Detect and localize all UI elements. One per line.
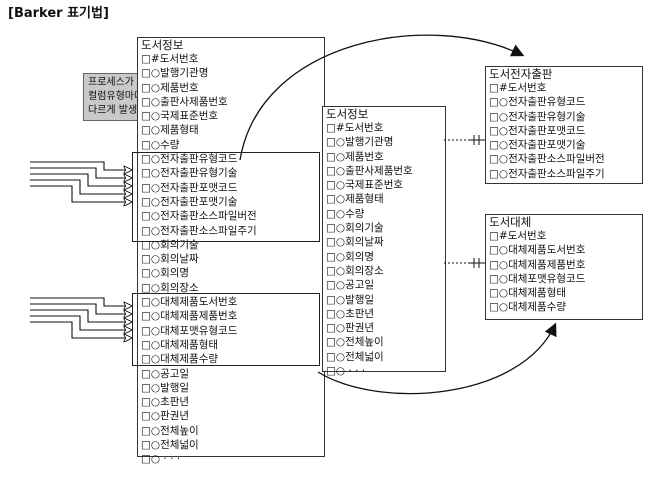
attribute-item: □○전자출판소스파일주기: [141, 224, 257, 237]
attribute-item: □○판권년: [141, 410, 190, 423]
curved-arrow-to-substitute: [317, 322, 557, 395]
attribute-item: □○공고일: [141, 367, 190, 380]
attribute-item: □○수량: [141, 138, 180, 151]
attribute-item: □○전체높이: [141, 424, 199, 437]
note-line: 컬럼유형마다: [88, 91, 144, 102]
attribute-item: □○초판년: [326, 307, 375, 320]
attribute-list: □#도서번호 □○발행기관명□○제품번호□○출판사제품번호 □○국제표준번호□○제품…: [323, 121, 445, 378]
note-line: 다르게 발생: [88, 105, 138, 116]
incoming-arrows-substitute: [30, 297, 130, 338]
attribute-item: □○발행기관명: [141, 67, 209, 80]
attribute-item: □○전체넓이: [141, 439, 199, 452]
attribute-item: □○회의장소: [141, 281, 199, 294]
incoming-arrows-ebook: [30, 161, 130, 202]
attribute-item: □○전자출판유형코드: [489, 96, 586, 109]
attribute-item: □○제품번호: [141, 81, 199, 94]
attribute-item: □○회의기술: [326, 222, 384, 235]
attribute-list: □#도서번호 □○대체제품도서번호□○대체제품제품번호□○대체포맷유형코드 □○대체…: [486, 229, 642, 315]
attribute-item: □○출판사제품번호: [141, 95, 228, 108]
attribute-item: □#도서번호: [489, 82, 547, 94]
curved-arrow-to-ebook: [239, 34, 525, 161]
attribute-item: □○회의명: [326, 250, 375, 263]
middle-book-entity: 도서정보 □#도서번호 □○발행기관명□○제품번호□○출판사제품번호 □○국제표준번…: [322, 106, 446, 377]
attribute-item: □○전자출판소스파일버전: [141, 210, 257, 223]
entity-name: 도서대체: [489, 215, 532, 229]
attribute-list: □#도서번호 □○발행기관명□○제품번호□○출판사제품번호 □○국제표준번호□○제품…: [138, 52, 324, 467]
attribute-item: □○발행기관명: [326, 136, 394, 149]
attribute-item: □○초판년: [141, 396, 190, 409]
attribute-item: □○공고일: [326, 279, 375, 292]
attribute-item: □○전자출판소스파일주기: [489, 167, 605, 180]
attribute-item: □○회의날짜: [141, 253, 199, 266]
attribute-item: □○국제표준번호: [326, 179, 404, 192]
attribute-item: □○전자출판유형기술: [141, 167, 238, 180]
attribute-item: □○회의장소: [326, 264, 384, 277]
attribute-item: □○대체제품형태: [141, 338, 219, 351]
ebook-entity: 도서전자출판 □#도서번호□○전자출판유형코드□○전자출판유형기술□○전자출판포…: [485, 66, 643, 184]
attribute-item: □○제품형태: [141, 124, 199, 137]
attribute-item: □○대체포맷유형코드: [489, 272, 586, 285]
attribute-item: □#도서번호: [141, 53, 199, 65]
attribute-item: □○전자출판포맷코드: [489, 124, 586, 137]
attribute-item: □○전자출판포맷기술: [141, 195, 238, 208]
attribute-item: □○회의날짜: [326, 236, 384, 249]
attribute-item: □○전자출판포맷코드: [141, 181, 238, 194]
relationship-middle-ebook: [444, 135, 485, 145]
attribute-item: □#도서번호: [326, 122, 384, 134]
note-line: 프로세스가: [88, 77, 134, 88]
attribute-item: □○판권년: [326, 322, 375, 335]
attribute-item: □○회의명: [141, 267, 190, 280]
attribute-item: □#도서번호: [489, 230, 547, 242]
attribute-item: □○전자출판포맷기술: [489, 139, 586, 152]
attribute-item: □○전체넓이: [326, 350, 384, 363]
attribute-item: □○전체높이: [326, 336, 384, 349]
attribute-list: □#도서번호 □○전자출판유형코드□○전자출판유형기술□○전자출판포맷코드 □○전자…: [486, 81, 642, 181]
attribute-item: □○대체제품형태: [489, 287, 567, 300]
attribute-item: □○출판사제품번호: [326, 164, 413, 177]
attribute-item: □○대체포맷유형코드: [141, 324, 238, 337]
attribute-item: □○대체제품제품번호: [489, 258, 586, 271]
entity-name: 도서전자출판: [489, 67, 553, 81]
attribute-item: □○대체제품도서번호: [489, 244, 586, 257]
left-book-entity: 도서정보 □#도서번호 □○발행기관명□○제품번호□○출판사제품번호 □○국제표준번…: [137, 37, 325, 465]
attribute-item: □○국제표준번호: [141, 110, 219, 123]
attribute-item: □○제품번호: [326, 150, 384, 163]
entity-name: 도서정보: [326, 107, 369, 121]
attribute-item: □○전자출판유형코드: [141, 153, 238, 166]
substitute-attribute-group: [132, 293, 320, 366]
attribute-item: □○발행일: [141, 381, 190, 394]
ebook-attribute-group: [132, 152, 320, 242]
attribute-item: □○대체제품수량: [489, 301, 567, 314]
attribute-item: □○ · · ·: [141, 453, 181, 466]
attribute-item: □○전자출판유형기술: [489, 110, 586, 123]
entity-name: 도서정보: [141, 38, 184, 52]
attribute-item: □○ · · ·: [326, 365, 366, 378]
diagram-title: [Barker 표기법]: [8, 6, 109, 21]
relationship-middle-substitute: [444, 258, 485, 268]
attribute-item: □○제품형태: [326, 193, 384, 206]
attribute-item: □○발행일: [326, 293, 375, 306]
substitute-entity: 도서대체 □#도서번호 □○대체제품도서번호□○대체제품제품번호□○대체포맷유형코…: [485, 214, 643, 320]
attribute-item: □○대체제품도서번호: [141, 296, 238, 309]
attribute-item: □○전자출판소스파일버전: [489, 153, 605, 166]
attribute-item: □○수량: [326, 207, 365, 220]
attribute-item: □○대체제품수량: [141, 353, 219, 366]
attribute-item: □○대체제품제품번호: [141, 310, 238, 323]
